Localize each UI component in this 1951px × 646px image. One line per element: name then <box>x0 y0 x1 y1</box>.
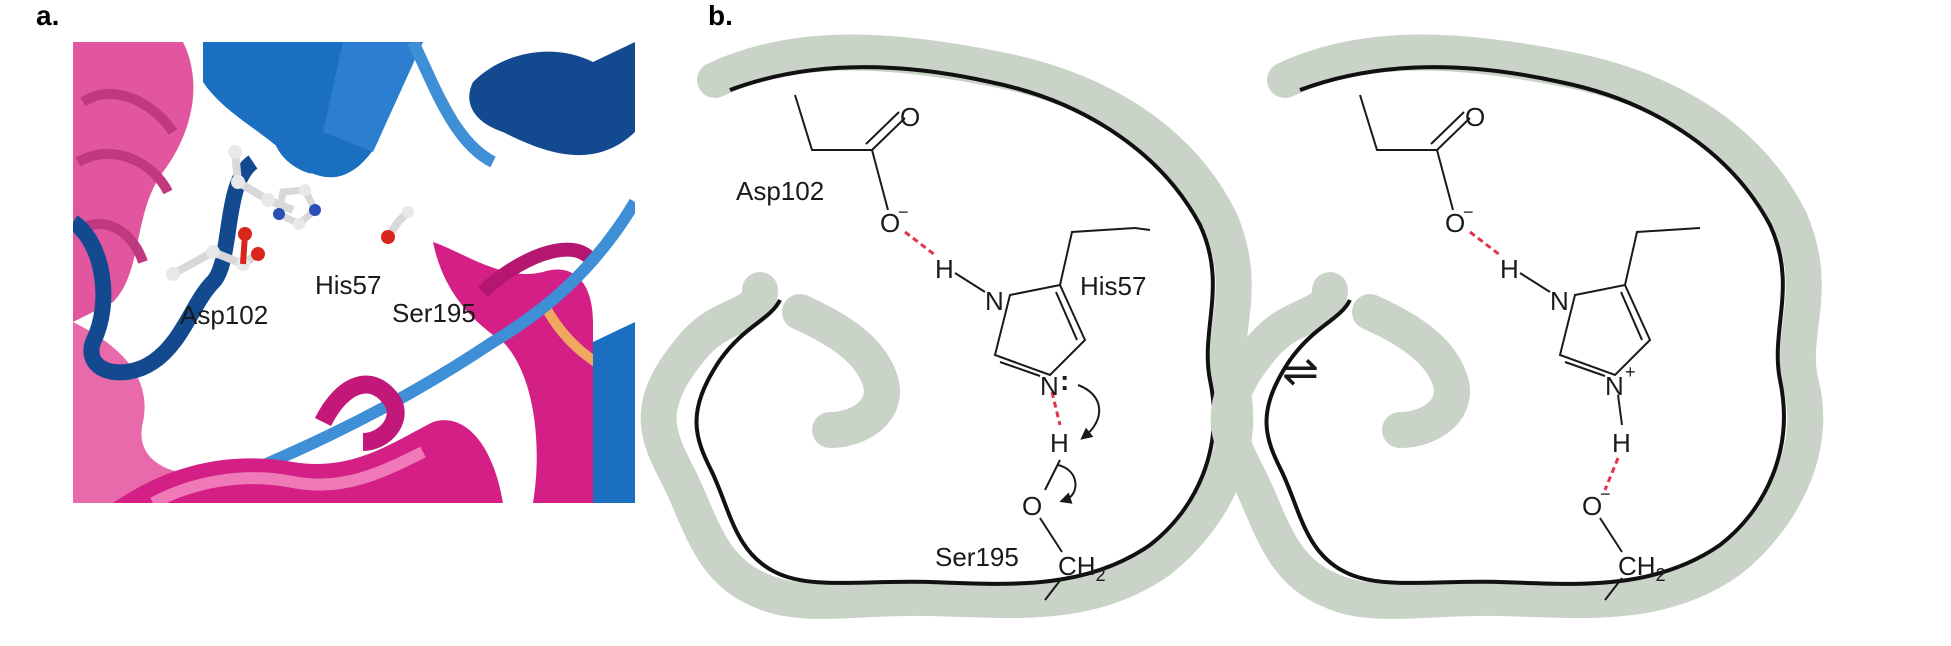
light-blue-loop-top <box>407 42 496 168</box>
r-his-ring-double1 <box>1620 291 1643 341</box>
pocket-left <box>640 34 1254 619</box>
r-n-h-bond <box>1617 394 1623 426</box>
curved-arrow-o-to-h <box>1057 464 1077 504</box>
ser195-label: Ser195 <box>392 298 476 328</box>
left-ch2: CH2 <box>1058 551 1106 585</box>
left-atom-h-his: H <box>935 254 954 284</box>
ser-h-o-bond <box>1044 459 1061 491</box>
panel-a-label: a. <box>36 0 60 31</box>
pocket-right-shadow <box>1210 34 1824 619</box>
protein-ribbon-render <box>73 42 635 503</box>
left-lone-pair: : <box>1060 365 1069 396</box>
asp-backbone-bond <box>794 94 872 151</box>
right-atom-h-n: H <box>1612 428 1631 458</box>
magenta-ribbon-highlight <box>150 446 426 503</box>
magenta-loop <box>478 242 599 298</box>
his-ring-double1 <box>1055 291 1078 341</box>
right-charge-minus-ser: − <box>1600 484 1611 504</box>
his57-label: His57 <box>315 270 382 300</box>
dark-blue-loop-left <box>73 155 259 381</box>
hbond-asp-his-left <box>904 230 936 257</box>
right-atom-o-carbonyl: O <box>1465 102 1485 132</box>
left-atom-o-ser: O <box>1022 491 1042 521</box>
right-charge-minus-asp: − <box>1463 202 1474 222</box>
equilibrium-arrows: ⇌ <box>1282 347 1319 396</box>
r-his-h-n-bond <box>1519 272 1551 293</box>
blue-sheet-strand <box>323 42 423 152</box>
pocket-left-outline <box>694 65 1216 586</box>
ser-ch2-backbone <box>1044 577 1063 601</box>
blue-loop-center <box>273 118 316 174</box>
right-atom-h-his: H <box>1500 254 1519 284</box>
right-atom-o-carboxylate: O <box>1445 208 1465 238</box>
protein-structure-image <box>73 42 635 503</box>
right-atom-n2: N <box>1605 371 1624 401</box>
left-atom-h-ser: H <box>1050 428 1069 458</box>
left-ser-label: Ser195 <box>935 542 1019 572</box>
his57-sidechain <box>228 145 321 230</box>
r-his-ring-double2 <box>1564 361 1606 377</box>
left-state-structure: Asp102 O O − H N His57 N : H O Ser195 CH… <box>736 94 1151 601</box>
hbond-asp-his-right <box>1469 230 1501 257</box>
r-asp-backbone-bond <box>1359 94 1437 151</box>
r-ser-ch2-backbone <box>1604 577 1623 601</box>
pocket-right-outline <box>1264 65 1786 586</box>
asp102-sidechain <box>166 227 265 281</box>
pocket-left-shadow <box>640 34 1254 619</box>
blue-region-bottom-right <box>593 322 635 503</box>
r-asp-carboxylate-bond <box>1436 149 1454 211</box>
hbond-his-ser-left <box>1050 391 1062 426</box>
his-backbone-bond-left <box>1134 227 1151 231</box>
panel-b-label: b. <box>708 0 733 31</box>
right-ch2: CH2 <box>1618 551 1666 585</box>
his-ring <box>993 283 1087 377</box>
asp-carbonyl-double <box>865 111 900 145</box>
his-ch2-bond <box>1059 227 1136 286</box>
left-asp-label: Asp102 <box>736 176 824 206</box>
asp-carbonyl-bond <box>871 117 906 151</box>
left-atom-n1: N <box>985 286 1004 316</box>
ser-o-ch2-bond <box>1039 517 1063 553</box>
left-atom-o-carbonyl: O <box>900 102 920 132</box>
left-atom-n2: N <box>1040 371 1059 401</box>
magenta-ribbon-mid <box>314 375 405 451</box>
his-ring-double2 <box>999 361 1041 377</box>
curved-arrow-n-to-h <box>1077 384 1101 440</box>
asp102-label: Asp102 <box>180 300 269 330</box>
dark-blue-strand-right <box>469 42 635 156</box>
asp-carboxylate-bond <box>871 149 889 211</box>
r-his-ch2-bond <box>1624 227 1701 286</box>
r-asp-carbonyl-double <box>1430 111 1465 145</box>
right-atom-o-ser: O <box>1582 491 1602 521</box>
r-asp-carbonyl-bond <box>1436 117 1471 151</box>
left-his-label: His57 <box>1080 271 1146 301</box>
r-his-ring <box>1558 283 1652 377</box>
right-atom-n1: N <box>1550 286 1569 316</box>
r-ser-o-ch2-bond <box>1599 517 1623 553</box>
hbond-h-ser-right <box>1603 457 1620 491</box>
pocket-left-lower-lip-shadow <box>782 294 900 448</box>
pocket-right-lower-lip-shadow <box>1352 294 1470 448</box>
left-atom-o-carboxylate: O <box>880 208 900 238</box>
right-charge-plus: + <box>1625 362 1636 382</box>
ser195-sidechain <box>381 206 414 244</box>
pocket-right <box>1210 34 1824 619</box>
his-h-n-bond <box>954 272 986 293</box>
left-charge-minus: − <box>898 202 909 222</box>
right-state-structure: O O − H N N + H O − CH2 <box>1359 94 1701 601</box>
